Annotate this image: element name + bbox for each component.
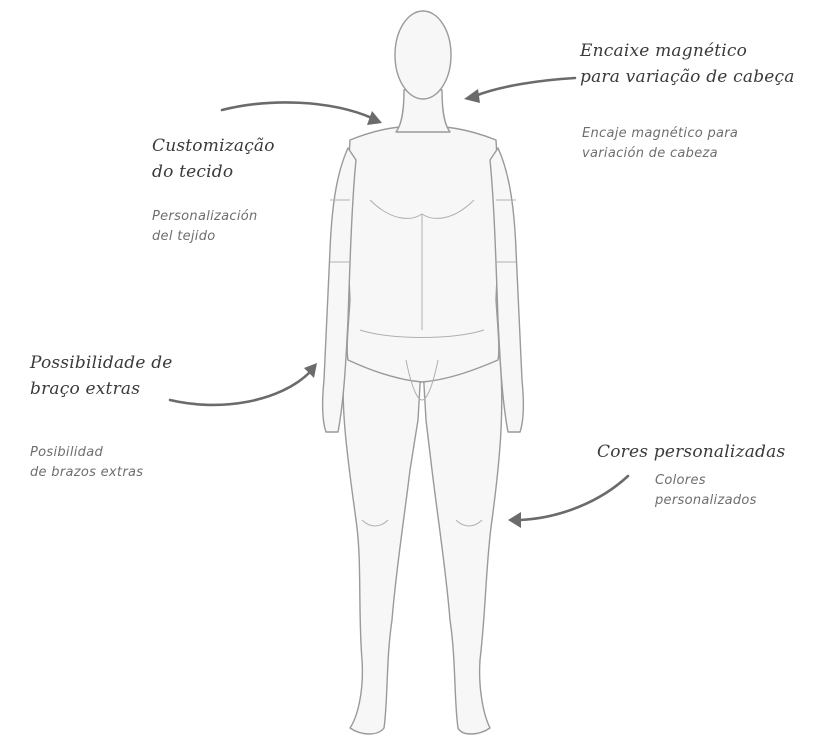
callout-text-line: do tecido <box>152 159 275 185</box>
arrow-head-attachment <box>464 78 575 103</box>
callout-text-line: Cores personalizadas <box>597 439 785 465</box>
callout-text-line: Encaixe magnético <box>580 38 795 64</box>
translation-line: personalizados <box>655 491 757 511</box>
translation-line: Colores <box>655 471 757 491</box>
arrow-custom-colors <box>508 476 628 528</box>
mannequin-sketch <box>323 11 524 734</box>
translation-line: variación de cabeza <box>582 144 738 164</box>
callout-head-attachment-pt: Encaixe magnético para variação de cabeç… <box>580 38 795 90</box>
callout-head-attachment-es: Encaje magnético para variación de cabez… <box>582 124 738 164</box>
translation-line: de brazos extras <box>30 463 143 483</box>
torso <box>347 126 499 382</box>
callout-custom-colors-pt: Cores personalizadas <box>597 439 785 465</box>
callout-fabric-customization-pt: Customização do tecido <box>152 133 275 185</box>
callout-fabric-customization-es: Personalización del tejido <box>152 207 258 247</box>
translation-line: Posibilidad <box>30 443 143 463</box>
translation-line: del tejido <box>152 227 258 247</box>
left-leg <box>343 340 422 734</box>
callout-text-line: para variação de cabeça <box>580 64 795 90</box>
callout-text-line: Customização <box>152 133 275 159</box>
arrow-fabric-customization <box>222 102 382 125</box>
callout-custom-colors-es: Colores personalizados <box>655 471 757 511</box>
right-leg <box>422 340 502 734</box>
translation-line: Personalización <box>152 207 258 227</box>
callout-text-line: Possibilidade de <box>30 350 173 376</box>
callout-extra-arms-es: Posibilidad de brazos extras <box>30 443 143 483</box>
arrow-extra-arms <box>170 363 317 405</box>
translation-line: Encaje magnético para <box>582 124 738 144</box>
head <box>395 11 451 99</box>
callout-text-line: braço extras <box>30 376 173 402</box>
callout-extra-arms-pt: Possibilidade de braço extras <box>30 350 173 402</box>
